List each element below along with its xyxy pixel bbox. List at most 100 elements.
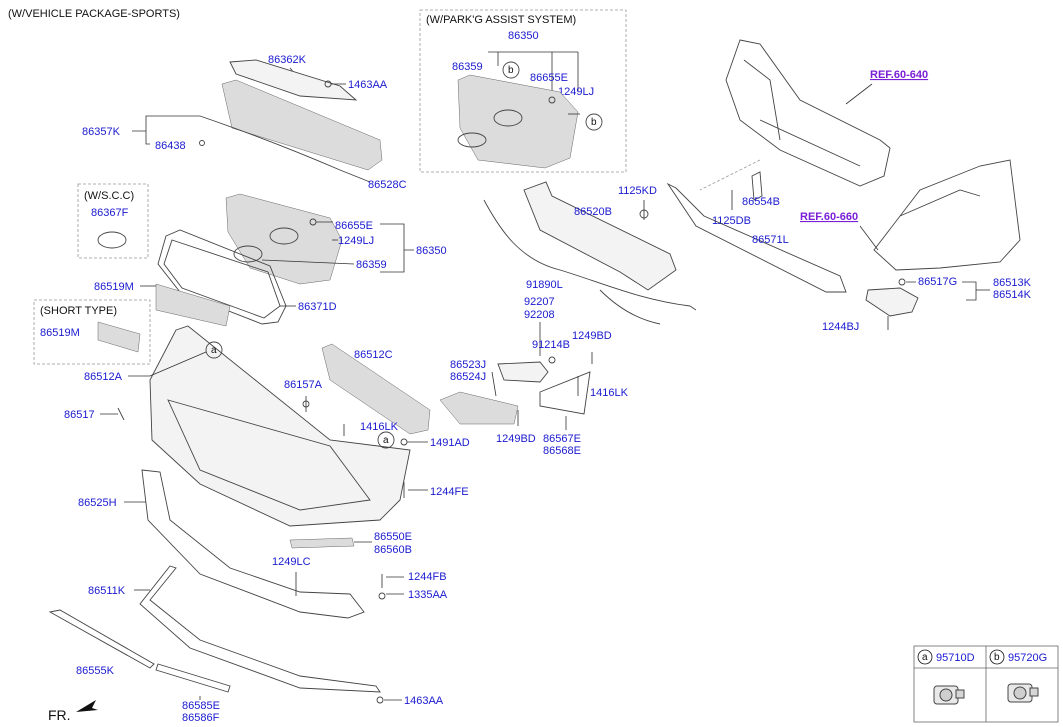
label-86512C[interactable]: 86512C: [354, 349, 393, 361]
label-92207[interactable]: 92207: [524, 296, 555, 308]
part-emblem-86367F: [97, 231, 127, 249]
label-86350[interactable]: 86350: [416, 245, 447, 257]
note-parking-assist: (W/PARK'G ASSIST SYSTEM): [426, 14, 576, 26]
part-insert-86519M: [155, 283, 231, 327]
label-86512A[interactable]: 86512A: [84, 371, 123, 383]
callout-b-text: b: [508, 65, 514, 76]
label-86525H[interactable]: 86525H: [78, 497, 117, 509]
label-1249BD-a[interactable]: 1249BD: [572, 330, 612, 342]
label-86550E[interactable]: 86550E: [374, 531, 412, 543]
label-91890L[interactable]: 91890L: [526, 279, 563, 291]
front-direction-label: FR.: [48, 707, 71, 723]
label-1249LC[interactable]: 1249LC: [272, 556, 311, 568]
label-86350-parking[interactable]: 86350: [508, 30, 539, 42]
label-86519M-short[interactable]: 86519M: [40, 327, 80, 339]
label-86523J[interactable]: 86523J: [450, 359, 486, 371]
label-86359[interactable]: 86359: [356, 259, 387, 271]
clip-1491AD: [400, 438, 408, 446]
part-molding-86585E: [155, 663, 231, 693]
note-vehicle-package-sports: (W/VEHICLE PACKAGE-SPORTS): [8, 8, 180, 20]
ref-60-640[interactable]: REF.60-640: [870, 69, 928, 81]
part-grille-86357K: [221, 79, 383, 171]
label-86357K[interactable]: 86357K: [82, 126, 121, 138]
label-1125KD[interactable]: 1125KD: [618, 185, 657, 197]
part-grille-86350: [225, 193, 343, 285]
callout-a-2: [377, 431, 395, 449]
label-86511K[interactable]: 86511K: [88, 585, 126, 597]
legend-callout-b: [989, 649, 1005, 665]
label-86528C[interactable]: 86528C: [368, 179, 407, 191]
label-86571L[interactable]: 86571L: [752, 234, 789, 246]
part-reinforcement-86571L: [666, 182, 847, 293]
label-1335AA[interactable]: 1335AA: [408, 589, 448, 601]
wiring-91890L: [483, 199, 697, 311]
wiring-branch: [599, 289, 661, 325]
label-1463AA-top[interactable]: 1463AA: [348, 79, 388, 91]
part-absorber-86520B: [523, 181, 677, 291]
part-bracket-86554B: [751, 171, 763, 201]
label-1244FE[interactable]: 1244FE: [430, 486, 469, 498]
label-86585E[interactable]: 86585E: [182, 700, 220, 712]
ref-60-660[interactable]: REF.60-660: [800, 211, 858, 223]
clip-86655E-parking: [548, 96, 556, 104]
label-86560B[interactable]: 86560B: [374, 544, 412, 556]
label-86567E[interactable]: 86567E: [543, 433, 581, 445]
label-86371D[interactable]: 86371D: [298, 301, 337, 313]
part-molding-86550E: [289, 537, 355, 549]
front-arrow-icon: [76, 700, 98, 712]
part-insert-86519M-short: [97, 321, 141, 353]
part-molding-86528C: [199, 115, 371, 183]
label-86655E[interactable]: 86655E: [335, 220, 373, 232]
parking-assist-box: [419, 9, 627, 173]
legend-b-part[interactable]: 95720G: [1008, 652, 1047, 664]
label-86517[interactable]: 86517: [64, 409, 95, 421]
label-1249BD-b[interactable]: 1249BD: [496, 433, 536, 445]
label-1416LK-b[interactable]: 1416LK: [590, 387, 629, 399]
legend-b-letter: b: [994, 652, 1000, 663]
emblem-parking: [493, 109, 523, 127]
note-scc: (W/S.C.C): [84, 190, 134, 202]
label-1249LJ[interactable]: 1249LJ: [338, 235, 374, 247]
label-86524J[interactable]: 86524J: [450, 371, 486, 383]
label-1463AA-bottom[interactable]: 1463AA: [404, 695, 444, 707]
part-fender: [873, 159, 1021, 271]
label-86554B[interactable]: 86554B: [742, 196, 780, 208]
label-86520B[interactable]: 86520B: [574, 206, 612, 218]
legend-a-part[interactable]: 95710D: [936, 652, 975, 664]
label-1244FB[interactable]: 1244FB: [408, 571, 447, 583]
grille-parking-version: [457, 74, 579, 169]
label-86157A[interactable]: 86157A: [284, 379, 323, 391]
scc-box: [77, 183, 149, 259]
label-86568E[interactable]: 86568E: [543, 445, 581, 457]
leader-86350-parking: [488, 51, 579, 96]
label-86513K[interactable]: 86513K: [993, 277, 1032, 289]
label-1125DB[interactable]: 1125DB: [712, 215, 751, 227]
label-1249LJ-parking[interactable]: 1249LJ: [558, 86, 594, 98]
label-86519M[interactable]: 86519M: [94, 281, 134, 293]
clip-91214B: [548, 356, 556, 364]
label-86438[interactable]: 86438: [155, 140, 186, 152]
label-86655E-parking[interactable]: 86655E: [530, 72, 568, 84]
label-86367F[interactable]: 86367F: [91, 207, 129, 219]
callout-a-text: a: [211, 345, 217, 356]
label-86359-parking[interactable]: 86359: [452, 61, 483, 73]
label-86362K[interactable]: 86362K: [268, 54, 307, 66]
emblem-main: [269, 227, 299, 245]
part-fog-lamp-92207: [497, 361, 549, 383]
label-86514K[interactable]: 86514K: [993, 289, 1032, 301]
label-1491AD[interactable]: 1491AD: [430, 437, 470, 449]
radiator-support-detail: [743, 59, 861, 167]
label-1416LK-a[interactable]: 1416LK: [360, 421, 399, 433]
label-86517G[interactable]: 86517G: [918, 276, 957, 288]
callout-a-1: [205, 341, 223, 359]
label-92208[interactable]: 92208: [524, 309, 555, 321]
label-86586F[interactable]: 86586F: [182, 712, 220, 724]
label-91214B[interactable]: 91214B: [532, 339, 570, 351]
callout-b-parking-2: [585, 113, 603, 131]
label-86555K[interactable]: 86555K: [76, 665, 115, 677]
callout-b-text-2: b: [591, 117, 597, 128]
part-bracket-86567E: [539, 371, 591, 415]
clip-86517G: [898, 278, 906, 286]
label-1244BJ[interactable]: 1244BJ: [822, 321, 859, 333]
